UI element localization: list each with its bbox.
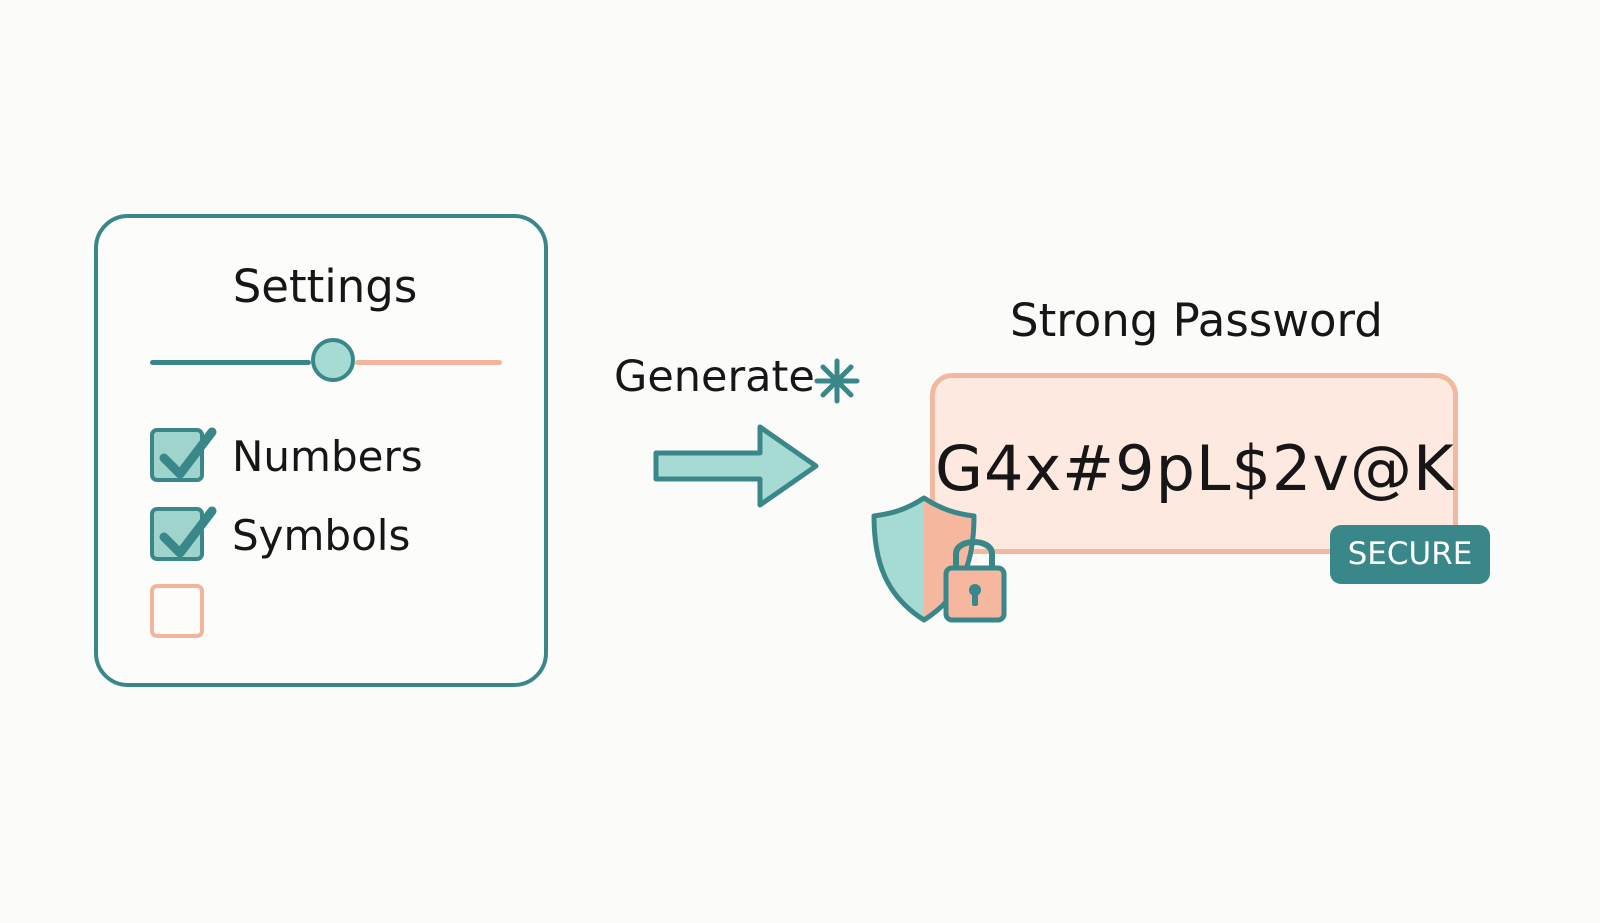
symbols-checkbox[interactable] bbox=[150, 506, 217, 561]
status-badge: SECURE bbox=[1330, 525, 1490, 584]
slider-track-filled bbox=[150, 360, 311, 365]
slider-thumb[interactable] bbox=[311, 338, 355, 382]
option-symbols[interactable]: Symbols bbox=[150, 506, 480, 567]
empty-checkbox[interactable] bbox=[150, 584, 204, 638]
option-label: Numbers bbox=[232, 432, 423, 481]
right-arrow-icon[interactable] bbox=[650, 423, 825, 513]
password-text: G4x#9pL$2v@K bbox=[935, 432, 1455, 505]
password-output[interactable]: G4x#9pL$2v@K bbox=[930, 373, 1458, 554]
length-slider[interactable] bbox=[150, 336, 502, 388]
result-title: Strong Password bbox=[1010, 294, 1383, 347]
checkmark-icon bbox=[159, 506, 217, 558]
option-numbers[interactable]: Numbers bbox=[150, 427, 480, 488]
shield-lock-icon bbox=[871, 495, 1007, 623]
numbers-checkbox[interactable] bbox=[150, 427, 217, 482]
slider-track-empty bbox=[355, 360, 502, 365]
checkmark-icon bbox=[159, 427, 217, 479]
option-label: Symbols bbox=[232, 511, 411, 560]
generate-label: Generate bbox=[614, 352, 815, 402]
option-unnamed[interactable] bbox=[150, 584, 480, 644]
settings-panel: Settings Numbers Symbols bbox=[94, 214, 548, 687]
settings-title: Settings bbox=[232, 260, 418, 313]
sparkle-icon bbox=[814, 358, 860, 404]
